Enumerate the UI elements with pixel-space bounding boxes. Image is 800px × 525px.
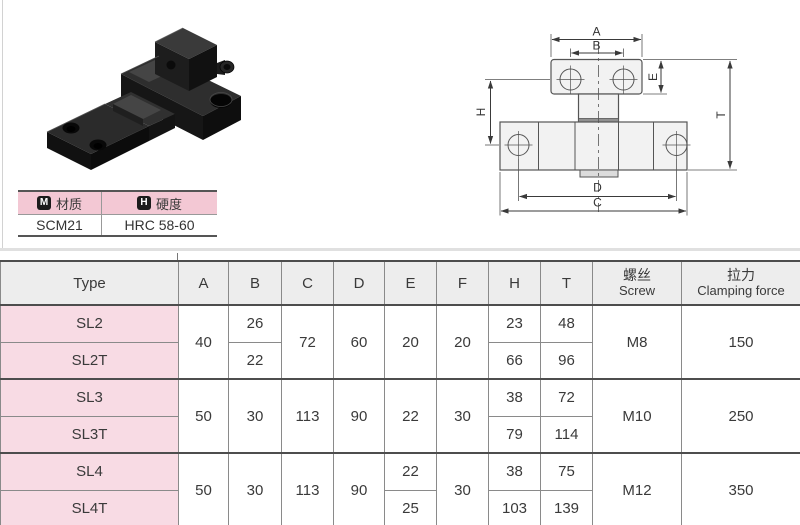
cell-type: SL3T xyxy=(0,415,179,454)
cell-c: 72 xyxy=(281,304,334,380)
header-h: H xyxy=(488,260,541,306)
cell-e: 25 xyxy=(384,489,437,525)
cell-t: 48 xyxy=(540,304,593,343)
dimension-labels: A B E H T D C xyxy=(474,25,728,210)
dimension-a-label: A xyxy=(592,25,600,39)
hole-icon xyxy=(504,65,691,159)
header-force-zh: 拉力 xyxy=(727,267,755,284)
header-force-en: Clamping force xyxy=(697,282,785,298)
hardness-header-cell: H 硬度 xyxy=(102,192,217,214)
cell-t: 72 xyxy=(540,378,593,417)
clamp-plate-part xyxy=(46,92,175,170)
cell-h: 38 xyxy=(488,378,541,417)
dimension-b-label: B xyxy=(592,39,600,53)
hardness-label: 硬度 xyxy=(155,196,182,212)
header-t: T xyxy=(540,260,593,306)
header-screw: 螺丝 Screw xyxy=(592,260,682,306)
cell-c: 113 xyxy=(281,452,334,525)
cell-type: SL3 xyxy=(0,378,179,417)
cell-screw: M12 xyxy=(592,452,682,525)
material-table-values: SCM21 HRC 58-60 xyxy=(18,215,217,235)
cell-type: SL2 xyxy=(0,304,179,343)
spec-table: Type A B C D E F H T 螺丝 Screw 拉力 Clampin… xyxy=(0,260,800,525)
cell-b: 30 xyxy=(228,452,282,525)
cell-type: SL4 xyxy=(0,452,179,491)
material-badge: M xyxy=(36,196,51,210)
cell-f: 20 xyxy=(436,304,489,380)
dimension-lines xyxy=(487,36,733,214)
header-screw-en: Screw xyxy=(618,282,656,298)
cell-a: 50 xyxy=(178,452,229,525)
cell-force: 250 xyxy=(681,378,800,454)
header-a: A xyxy=(178,260,229,306)
cell-h: 23 xyxy=(488,304,541,343)
cell-d: 60 xyxy=(333,304,385,380)
clamp-body-part xyxy=(120,27,241,140)
table-top-tick xyxy=(177,253,178,261)
material-header-cell: M 材质 xyxy=(18,192,102,214)
page-left-border xyxy=(2,0,3,250)
extension-lines xyxy=(485,34,737,216)
header-b: B xyxy=(228,260,282,306)
cell-b: 30 xyxy=(228,378,282,454)
spec-header-row: Type A B C D E F H T 螺丝 Screw 拉力 Clampin… xyxy=(0,260,800,306)
material-hardness-table: M 材质 H 硬度 SCM21 HRC 58-60 xyxy=(18,190,217,237)
cell-a: 50 xyxy=(178,378,229,454)
header-c: C xyxy=(281,260,334,306)
dimension-t-label: T xyxy=(714,111,728,119)
cell-force: 350 xyxy=(681,452,800,525)
hardness-value: HRC 58-60 xyxy=(124,217,195,233)
cell-b: 26 xyxy=(228,304,282,343)
technical-drawing: A B E H T D C xyxy=(474,25,737,216)
material-value: SCM21 xyxy=(18,215,102,235)
cell-type: SL2T xyxy=(0,341,179,380)
material-label: 材质 xyxy=(55,196,82,212)
cell-force: 150 xyxy=(681,304,800,380)
table-row: SL4 50 30 113 90 22 30 38 75 M12 350 xyxy=(0,452,800,525)
cell-t: 96 xyxy=(540,341,593,380)
dimension-e-label: E xyxy=(646,73,660,81)
header-clamping-force: 拉力 Clamping force xyxy=(681,260,800,306)
cell-c: 113 xyxy=(281,378,334,454)
table-row: SL2T 22 66 96 xyxy=(0,341,800,380)
cell-a: 40 xyxy=(178,304,229,380)
cell-h: 103 xyxy=(488,489,541,525)
header-screw-zh: 螺丝 xyxy=(623,267,651,284)
part-outline xyxy=(499,58,688,178)
cell-d: 90 xyxy=(333,452,385,525)
cell-h: 66 xyxy=(488,341,541,380)
dimension-c-label: C xyxy=(593,196,602,210)
cell-d: 90 xyxy=(333,378,385,454)
table-row: SL3T 79 114 xyxy=(0,415,800,454)
cell-e: 22 xyxy=(384,378,437,454)
hardness-badge: H xyxy=(136,196,151,210)
table-row: SL3 50 30 113 90 22 30 38 72 M10 250 xyxy=(0,378,800,454)
table-row: SL2 40 26 72 60 20 20 23 48 M8 150 xyxy=(0,304,800,380)
dimension-d-label: D xyxy=(593,181,602,195)
cell-t: 139 xyxy=(540,489,593,525)
product-photo xyxy=(46,27,241,170)
cell-f: 30 xyxy=(436,452,489,525)
cell-e: 20 xyxy=(384,304,437,380)
cell-screw: M10 xyxy=(592,378,682,454)
cell-h: 38 xyxy=(488,452,541,491)
material-table-header: M 材质 H 硬度 xyxy=(18,192,217,215)
section-divider xyxy=(0,248,800,251)
dimension-h-label: H xyxy=(474,108,488,117)
cell-screw: M8 xyxy=(592,304,682,380)
table-row: SL4T 25 103 139 xyxy=(0,489,800,525)
cell-e: 22 xyxy=(384,452,437,491)
cell-f: 30 xyxy=(436,378,489,454)
cell-t: 114 xyxy=(540,415,593,454)
header-f: F xyxy=(436,260,489,306)
header-type: Type xyxy=(0,260,179,306)
header-e: E xyxy=(384,260,437,306)
cell-h: 79 xyxy=(488,415,541,454)
header-d: D xyxy=(333,260,385,306)
cell-type: SL4T xyxy=(0,489,179,525)
cell-b: 22 xyxy=(228,341,282,380)
cell-t: 75 xyxy=(540,452,593,491)
